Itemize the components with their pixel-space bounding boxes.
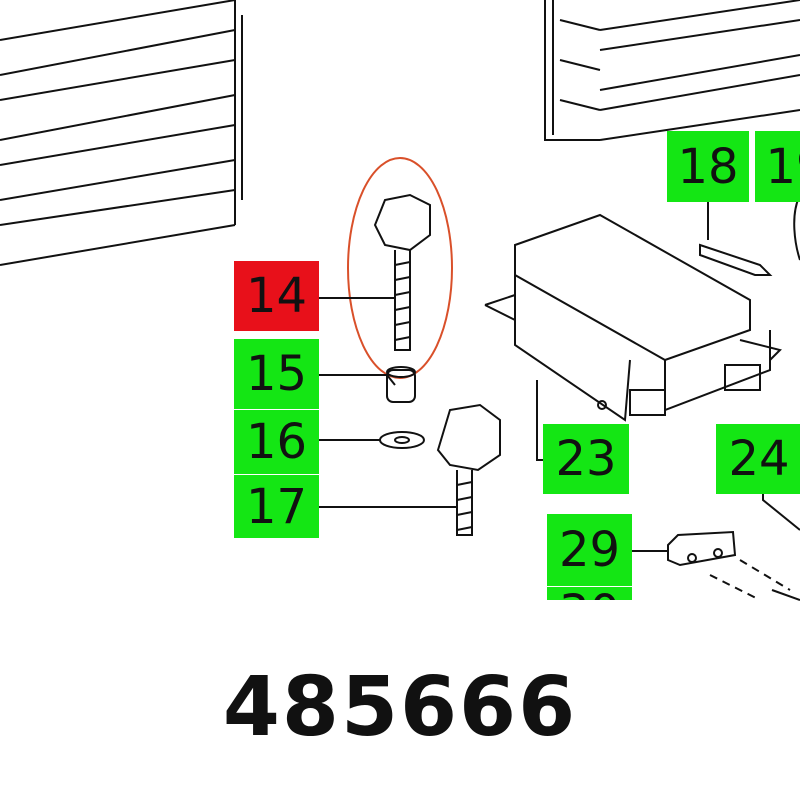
callout-24[interactable]: 24: [716, 424, 800, 494]
callout-30[interactable]: 30: [547, 587, 632, 600]
callout-18[interactable]: 18: [667, 131, 749, 202]
screw-fragment: [771, 589, 800, 601]
part-29-block: [667, 530, 737, 567]
callout-15[interactable]: 15: [234, 339, 319, 409]
callout-14[interactable]: 14: [234, 261, 319, 331]
highlight-circle: [347, 157, 453, 379]
callout-30-text: 30: [559, 589, 620, 600]
part-16-washer: [379, 431, 425, 449]
part-23-housing: [484, 213, 782, 422]
part-number: 485666: [222, 660, 578, 755]
leader-lines: [319, 202, 800, 552]
left-rail-extrusion: [0, 0, 243, 266]
dashed-assembly-lines: [709, 559, 791, 601]
callout-19[interactable]: 19: [755, 131, 800, 202]
callout-16[interactable]: 16: [234, 410, 319, 474]
part-17-knob-screw: [436, 403, 501, 536]
part-14-knob-screw: [373, 193, 431, 351]
callout-23[interactable]: 23: [543, 424, 629, 494]
part-19-leader: [793, 194, 800, 261]
callout-17[interactable]: 17: [234, 475, 319, 538]
right-rail-extrusion: [544, 0, 800, 141]
callout-29[interactable]: 29: [547, 514, 632, 586]
part-15-sleeve: [386, 366, 416, 403]
part-18-strip: [699, 243, 773, 276]
